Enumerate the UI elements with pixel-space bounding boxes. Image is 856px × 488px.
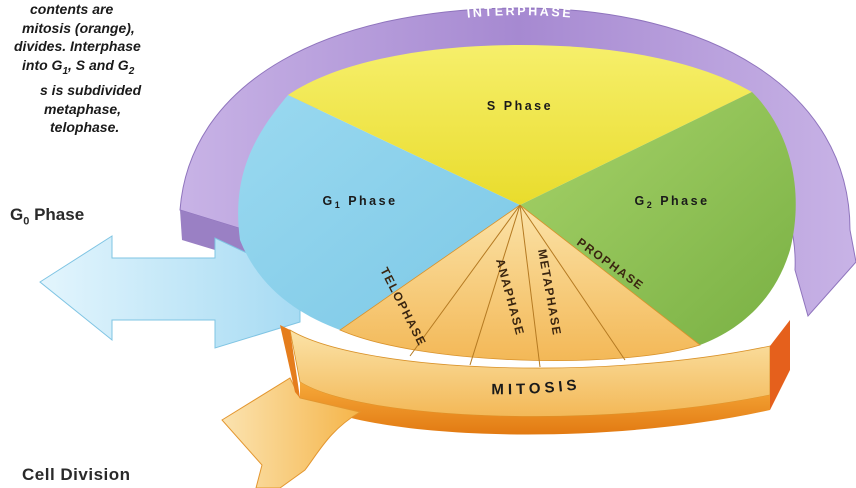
g2-rest: Phase (654, 194, 709, 208)
g2-sub: 2 (647, 200, 655, 210)
g2-phase-label: G2 Phase (634, 194, 709, 210)
g1-main: G (322, 194, 334, 208)
g2-main: G (634, 194, 646, 208)
g1-phase-label: G1 Phase (322, 194, 397, 210)
g1-sub: 1 (335, 200, 343, 210)
s-phase-label: S Phase (487, 99, 553, 113)
mitosis-band-tip (770, 320, 790, 410)
g1-rest: Phase (342, 194, 397, 208)
